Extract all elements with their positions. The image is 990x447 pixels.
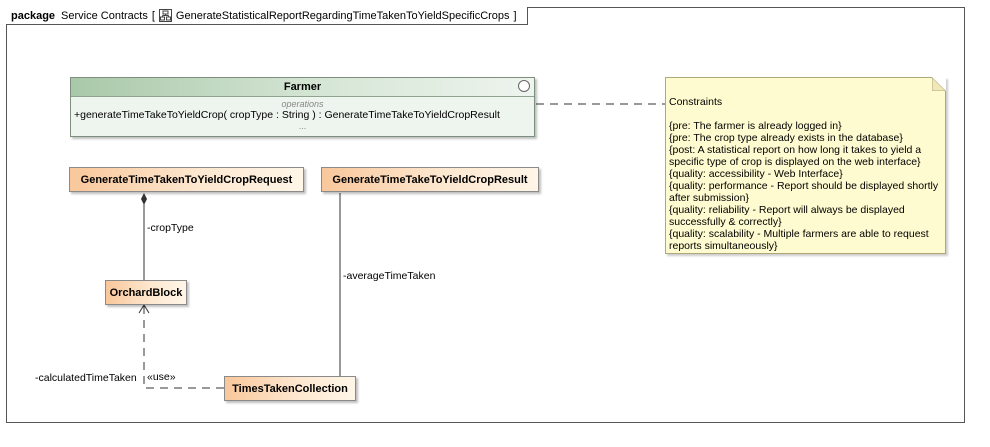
class-diagram-icon [158, 9, 172, 22]
constraint-item: {pre: The crop type already exists in th… [669, 132, 903, 144]
use-dependency-arrowhead [138, 304, 150, 314]
note-title: Constraints [669, 96, 723, 108]
request-class[interactable]: GenerateTimeTakenToYieldCropRequest [69, 167, 304, 192]
operations-ellipsis: ... [298, 121, 307, 131]
constraint-item: {quality: scalability - Multiple farmers… [669, 228, 929, 252]
frame-keyword: package [11, 9, 56, 22]
average-time-taken-role-label: -averageTimeTaken [343, 270, 436, 282]
result-class-name: GenerateTimeTakeToYieldCropResult [332, 173, 528, 186]
constraints-list: {pre: The farmer is already logged in} {… [669, 120, 943, 252]
bracket-close: ] [513, 9, 517, 22]
constraint-item: {post: A statistical report on how long … [669, 144, 922, 168]
folded-corner-icon [932, 77, 946, 91]
constraint-item: {quality: performance - Report should be… [669, 180, 939, 204]
constraint-item: {pre: The farmer is already logged in} [669, 120, 842, 132]
farmer-class-name: Farmer [283, 81, 322, 93]
request-class-name: GenerateTimeTakenToYieldCropRequest [80, 173, 293, 186]
orchard-block-class-name: OrchardBlock [109, 286, 183, 299]
times-taken-collection-class-name: TimesTakenCollection [232, 382, 348, 395]
constraints-note[interactable]: Constraints {pre: The farmer is already … [665, 77, 946, 254]
crop-type-role-label: -cropType [147, 222, 194, 234]
bracket-open: [ [151, 9, 155, 22]
result-class[interactable]: GenerateTimeTakeToYieldCropResult [321, 167, 539, 192]
boundary-circle-icon [518, 80, 530, 92]
farmer-class[interactable]: Farmer operations +generateTimeTakeToYie… [70, 77, 535, 137]
farmer-operation: +generateTimeTakeToYieldCrop( cropType :… [74, 109, 500, 121]
constraint-item: {quality: reliability - Report will alwa… [669, 204, 905, 228]
calculated-time-taken-role-label: -calculatedTimeTaken [35, 372, 137, 384]
composition-diamond [141, 193, 147, 205]
orchard-block-class[interactable]: OrchardBlock [105, 280, 187, 305]
times-taken-collection-class[interactable]: TimesTakenCollection [224, 376, 356, 401]
package-name: Service Contracts [61, 9, 148, 22]
farmer-class-header: Farmer [71, 78, 534, 97]
operations-compartment-label: operations [281, 99, 324, 109]
use-stereotype-label: «use» [147, 371, 176, 383]
frame-title-tab: package Service Contracts [ GenerateStat… [6, 7, 528, 25]
diagram-name: GenerateStatisticalReportRegardingTimeTa… [175, 9, 510, 22]
constraint-item: {quality: accessibility - Web Interface} [669, 168, 843, 180]
